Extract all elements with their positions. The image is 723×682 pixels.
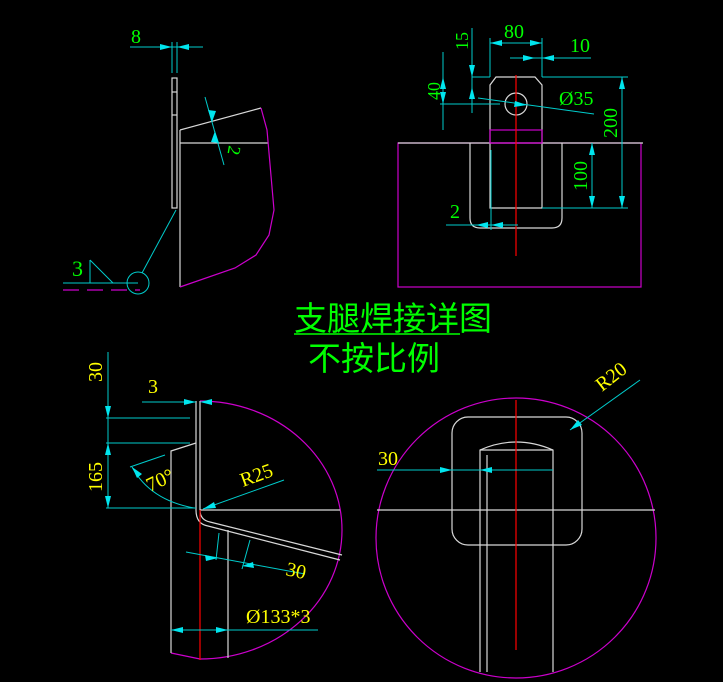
dim-width: 80 [504,21,524,43]
dim-chamfer: 2 [223,144,244,156]
drawing-subtitle: 不按比例 [308,341,440,378]
dim-thickness: 8 [131,26,141,48]
dim-hole: Ø35 [559,88,593,110]
weld-symbol-circle [126,271,150,295]
dim-offset: 30 [284,558,308,584]
weld-size: 3 [72,256,83,281]
dim-top: 30 [85,362,107,382]
dim-thickness: 3 [148,376,158,398]
dim-offset: 30 [378,448,398,470]
drawing-title: 支腿焊接详图 [294,301,492,338]
front-view: 80 10 15 40 Ø35 200 100 2 [397,21,643,288]
dim-insert: 100 [570,161,592,191]
dim-gap: 2 [450,201,460,223]
plan-view: R20 30 [375,358,657,679]
dim-length: 165 [85,462,107,492]
angle-label: 70° [143,465,178,497]
dim-offset: 10 [570,35,590,57]
section-view: 30 165 3 70° R25 30 Ø133*3 [85,352,343,660]
pipe-spec: Ø133*3 [246,606,310,628]
title-block: 支腿焊接详图 不按比例 [294,301,492,378]
dim-height: 200 [600,108,622,138]
side-view: 8 2 3 [63,26,275,295]
radius-label: R25 [237,460,276,492]
dim-hole-pos: 40 [424,82,444,100]
dim-top: 15 [452,32,472,50]
